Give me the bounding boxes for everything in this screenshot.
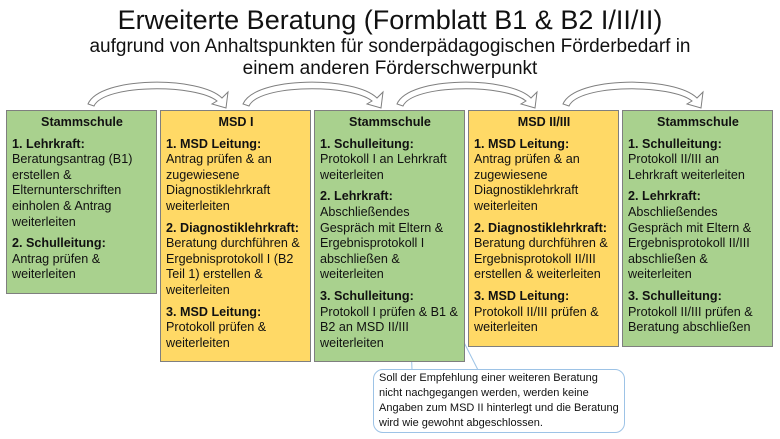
step-text: Protokoll I an Lehrkraft weiterleiten xyxy=(320,152,447,182)
step-text: Beratung durchführen & Ergebnisprotokoll… xyxy=(166,236,300,297)
step-title: 2. Lehrkraft: xyxy=(320,189,393,204)
step: 1. MSD Leitung:Antrag prüfen & an zugewi… xyxy=(166,137,306,215)
step-title: 3. MSD Leitung: xyxy=(474,288,570,303)
page-subtitle: aufgrund von Anhaltspunkten für sonderpä… xyxy=(0,36,780,80)
process-box-1: Stammschule 1. Lehrkraft:Beratungsantrag … xyxy=(6,110,157,294)
step: 2. Diagnostiklehrkraft:Beratung durchfüh… xyxy=(474,221,614,283)
step-text: Antrag prüfen & weiterleiten xyxy=(12,251,101,282)
process-box-3: Stammschule 1. Schulleitung:Protokoll I a… xyxy=(314,110,465,363)
process-box-2: MSD I 1. MSD Leitung:Antrag prüfen & an z… xyxy=(160,110,311,363)
step-text: Beratung durchführen & Ergebnisprotokoll… xyxy=(474,236,608,282)
step-text: Antrag prüfen & an zugewiesene Diagnosti… xyxy=(166,152,272,213)
curved-arrow-2 xyxy=(242,81,384,109)
subtitle-line-2: einem anderen Förderschwerpunkt xyxy=(242,58,538,79)
step: 1. Schulleitung:Protokoll I an Lehrkraft… xyxy=(320,137,460,184)
subtitle-line-1: aufgrund von Anhaltspunkten für sonderpä… xyxy=(89,36,691,57)
step-title: 3. MSD Leitung: xyxy=(166,304,262,319)
curved-arrow-4 xyxy=(562,81,704,109)
step-title: 2. Lehrkraft: xyxy=(628,189,701,204)
box-header: Stammschule xyxy=(349,115,431,129)
step-text: Antrag prüfen & an zugewiesene Diagnosti… xyxy=(474,152,580,213)
step: 2. Diagnostiklehrkraft:Beratung durchfüh… xyxy=(166,221,306,299)
box-header: MSD I xyxy=(218,115,254,129)
process-box-4: MSD II/III 1. MSD Leitung:Antrag prüfen &… xyxy=(468,110,619,347)
step: 3. Schulleitung:Protokoll I prüfen & B1 … xyxy=(320,289,460,351)
step-text: Protokoll II/III prüfen & weiterleiten xyxy=(474,304,599,335)
callout-note: Soll der Empfehlung einer weiteren Berat… xyxy=(373,369,625,433)
step-title: 1. MSD Leitung: xyxy=(166,136,262,151)
box-header: Stammschule xyxy=(657,115,739,129)
box-header: MSD II/III xyxy=(517,115,571,129)
step-title: 1. Schulleitung: xyxy=(628,136,722,151)
step-text: Abschließendes Gespräch mit Eltern & Erg… xyxy=(628,204,752,282)
step-title: 3. Schulleitung: xyxy=(628,288,722,303)
page-title: Erweiterte Beratung (Formblatt B1 & B2 I… xyxy=(117,5,663,35)
step-title: 3. Schulleitung: xyxy=(320,288,414,303)
step: 1. Lehrkraft:Beratungsantrag (B1) erstel… xyxy=(12,137,152,231)
step-text: Protokoll I prüfen & B1 & B2 an MSD II/I… xyxy=(320,304,458,350)
step-text: Protokoll II/III prüfen & Beratung absch… xyxy=(628,304,753,335)
step-title: 2. Diagnostiklehrkraft: xyxy=(166,220,299,235)
step: 2. Lehrkraft:Abschließendes Gespräch mit… xyxy=(628,189,768,283)
step-title: 1. MSD Leitung: xyxy=(474,136,570,151)
box-header: Stammschule xyxy=(41,115,123,129)
step: 3. MSD Leitung:Protokoll prüfen & weiter… xyxy=(166,305,306,352)
step-title: 2. Diagnostiklehrkraft: xyxy=(474,220,607,235)
step-text: Abschließendes Gespräch mit Eltern & Erg… xyxy=(320,204,444,282)
step: 1. MSD Leitung:Antrag prüfen & an zugewi… xyxy=(474,137,614,215)
step: 3. Schulleitung:Protokoll II/III prüfen … xyxy=(628,289,768,336)
step-title: 2. Schulleitung: xyxy=(12,236,106,251)
step-title: 1. Lehrkraft: xyxy=(12,136,85,151)
step-text: Protokoll prüfen & weiterleiten xyxy=(166,320,267,350)
step-text: Beratungsantrag (B1) erstellen & Elternu… xyxy=(12,152,133,229)
step: 1. Schulleitung:Protokoll II/III an Lehr… xyxy=(628,137,768,184)
step: 2. Schulleitung:Antrag prüfen & weiterle… xyxy=(12,236,152,283)
curved-arrow-3 xyxy=(396,81,538,109)
step-text: Protokoll II/III an Lehrkraft weiterleit… xyxy=(628,152,745,182)
step: 2. Lehrkraft:Abschließendes Gespräch mit… xyxy=(320,189,460,283)
step: 3. MSD Leitung:Protokoll II/III prüfen &… xyxy=(474,289,614,336)
curved-arrow-1 xyxy=(87,81,229,109)
step-title: 1. Schulleitung: xyxy=(320,136,414,151)
